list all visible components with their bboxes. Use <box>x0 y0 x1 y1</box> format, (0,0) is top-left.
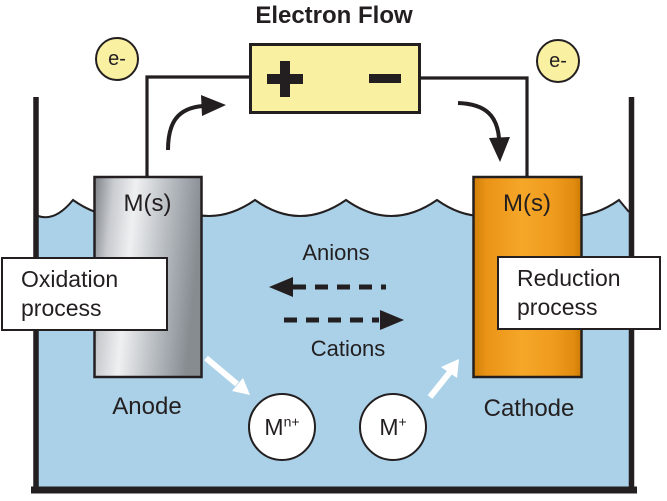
metal-ion-circle: M+ <box>359 393 427 461</box>
cathode-electrode-label: M(s) <box>503 190 551 217</box>
electron-flow-arrow-right <box>457 101 510 162</box>
wire-left <box>145 75 250 180</box>
cathode-label: Cathode <box>483 395 575 422</box>
metal-dissolution-arrow <box>204 355 250 395</box>
diagram-title: Electron Flow <box>255 2 413 29</box>
anode-electrode-label: M(s) <box>123 190 172 217</box>
oxidation-process-line2: process <box>21 295 102 321</box>
metal-ion-n-label: Mn+ <box>264 412 300 440</box>
wire-right <box>420 76 529 180</box>
reduction-process-box: Reduction process <box>497 256 661 330</box>
oxidation-process-box: Oxidation process <box>1 257 168 331</box>
cations-label: Cations <box>310 336 386 361</box>
anions-label: Anions <box>302 240 370 265</box>
electron-badge-label: e- <box>549 49 567 72</box>
battery <box>249 43 421 114</box>
cations-arrow <box>284 310 404 330</box>
electron-badge-right: e- <box>536 39 580 83</box>
electron-badge-left: e- <box>95 37 139 81</box>
reduction-process-line1: Reduction <box>517 265 621 291</box>
anions-arrow <box>269 277 386 297</box>
plus-terminal-icon <box>280 61 290 97</box>
metal-deposition-arrow <box>427 359 459 399</box>
anode-label: Anode <box>112 393 182 420</box>
reduction-process-line2: process <box>517 294 598 320</box>
electron-badge-label: e- <box>108 47 126 70</box>
oxidation-process-line1: Oxidation <box>21 266 119 292</box>
electron-flow-arrow-left <box>166 95 226 151</box>
minus-terminal-icon <box>369 74 401 83</box>
metal-ion-n-circle: Mn+ <box>248 393 316 461</box>
metal-ion-label: M+ <box>379 412 407 440</box>
